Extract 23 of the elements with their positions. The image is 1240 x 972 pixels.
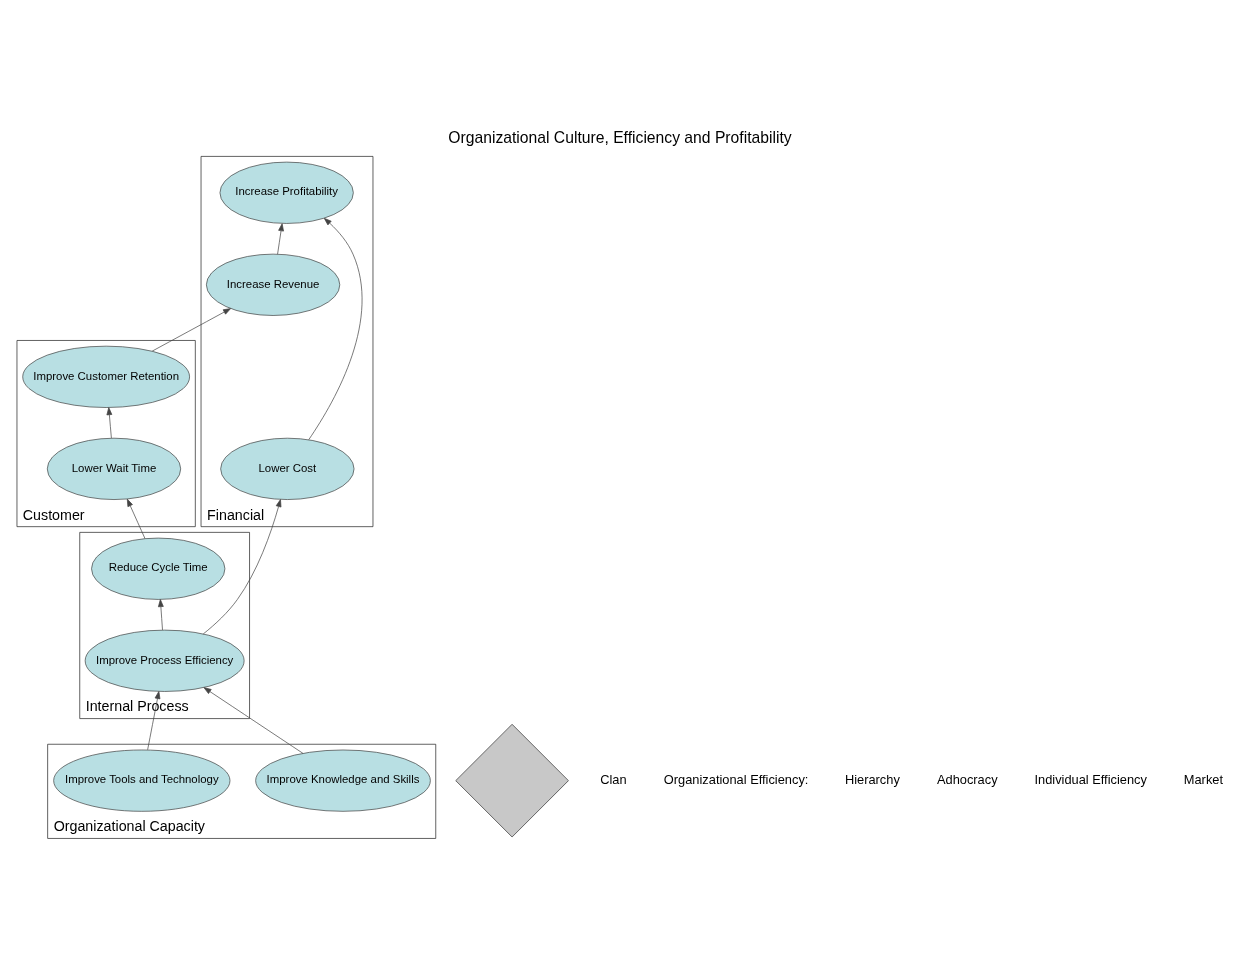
label: Organizational Efficiency: [663,771,809,787]
arrow [106,407,113,439]
label: Individual Efficiency [1034,771,1147,787]
label: Market [1183,771,1224,787]
arrow [158,599,164,631]
arrow [126,498,146,539]
arrow [151,308,231,352]
label: Hierarchy [844,771,900,787]
node-diamond [455,723,569,838]
arrow [308,217,363,441]
node-ellipse: Improve Customer Retention [22,345,190,408]
diagram-title: Organizational Culture, Efficiency and Profitability [448,129,792,147]
label: Clan [600,771,627,787]
node-ellipse: Lower Wait Time [46,437,182,500]
arrow [147,691,161,751]
arrow [203,687,304,754]
arrow [277,223,284,255]
node-ellipse: Improve Tools and Technology [53,749,231,812]
node-ellipse: Reduce Cycle Time [91,537,226,600]
label: Adhocracy [936,771,998,787]
arrow [202,499,282,635]
node-ellipse: Improve Knowledge and Skills [255,749,431,812]
node-ellipse: Lower Cost [220,437,355,500]
